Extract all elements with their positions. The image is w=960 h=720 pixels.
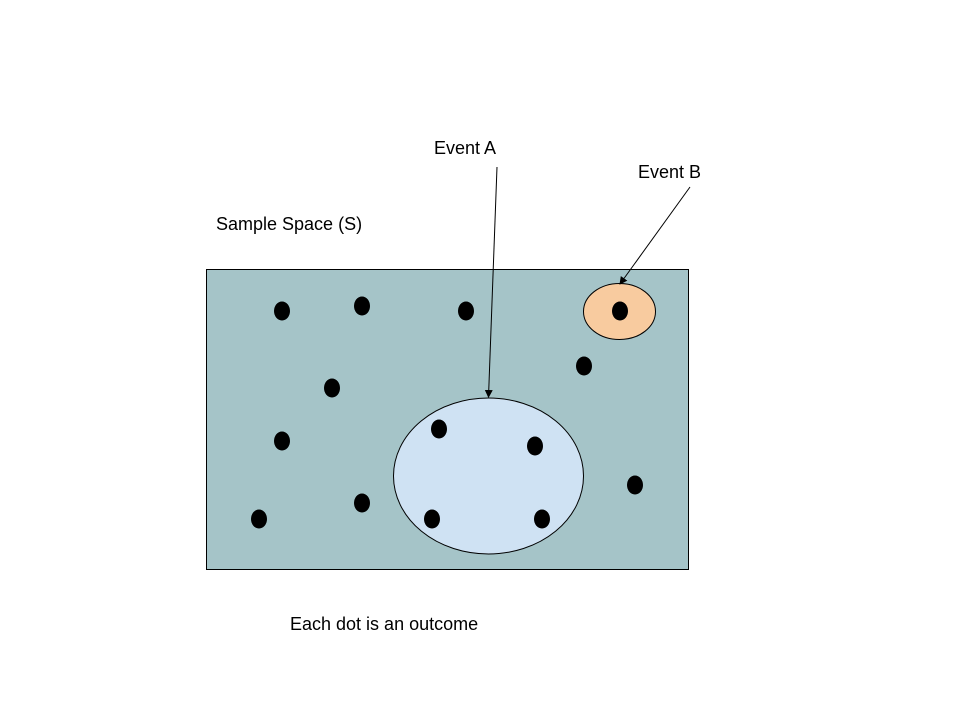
event-a-region [393,397,584,555]
outcome-dot [354,493,370,513]
sample-space-label: Sample Space (S) [216,214,362,234]
event-a-arrow [484,166,498,398]
outcome-dot [627,475,643,495]
outcome-dot [612,301,628,321]
outcome-dot [274,431,290,451]
event-b-arrow [619,186,691,285]
outcome-dot [576,356,592,376]
outcome-dots [251,296,643,529]
outcome-dot [324,378,340,398]
outcome-dot [534,509,550,529]
event-a-label: Event A [434,138,496,158]
caption: Each dot is an outcome [290,614,478,634]
outcome-dot [431,419,447,439]
event-b-label: Event B [638,162,701,182]
outcome-dot [527,436,543,456]
outcome-dot [424,509,440,529]
outcome-dot [458,301,474,321]
outcome-dot [251,509,267,529]
outcome-dot [274,301,290,321]
outcome-dot [354,296,370,316]
